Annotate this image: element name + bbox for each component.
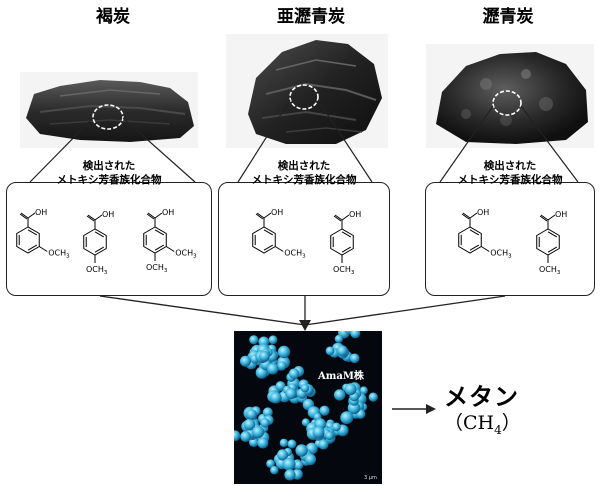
- microbe-cell: [279, 438, 289, 448]
- microbe-cell: [252, 425, 265, 439]
- microbe-cell: [318, 439, 329, 450]
- microbe-cell: [287, 439, 297, 449]
- microbe-cell: [277, 345, 291, 359]
- microbe-cell: [262, 407, 273, 418]
- microbe-cell: [344, 383, 357, 396]
- microbe-cell: [368, 392, 378, 402]
- microbe-cell: [319, 405, 330, 416]
- microbe-cell: [266, 459, 275, 468]
- arrow-bituminous: [304, 295, 506, 326]
- microbe-cell: [246, 409, 257, 420]
- microbe-cell: [282, 457, 296, 471]
- hydroxyl-label: OH: [477, 208, 489, 217]
- compound-label-line2: メトキシ芳香族化合物: [56, 174, 162, 186]
- microbe-cell: [334, 334, 343, 343]
- microbe-cells: [234, 331, 378, 481]
- microbe-cell: [257, 437, 269, 449]
- microbe-cell: [275, 381, 286, 392]
- hydroxyl-label: OH: [349, 210, 361, 219]
- arrow-head-down: [299, 320, 311, 331]
- methoxy-label: OCH3: [48, 249, 70, 260]
- microbe-cell: [312, 426, 325, 439]
- compound-label-line1: 検出された: [82, 160, 136, 172]
- microbe-cell: [259, 350, 270, 362]
- microbe-cell: [260, 418, 270, 428]
- microbe-cell: [340, 411, 354, 425]
- microbe-cell: [268, 335, 278, 345]
- microbe-strain-label: AmaM株: [318, 371, 364, 382]
- microbe-cell: [249, 335, 259, 345]
- coal-title-bituminous: 瀝青炭: [482, 7, 534, 27]
- coal-photo-bituminous: [426, 44, 594, 148]
- coal-title-subbituminous: 亜瀝青炭: [277, 7, 345, 27]
- compound-label-line1: 検出された: [483, 160, 537, 172]
- sample-ellipse-subbituminous: [289, 84, 319, 110]
- microbe-cell: [288, 368, 300, 380]
- benzene-ring: [252, 226, 276, 254]
- microbe-cell: [270, 391, 282, 404]
- benzene-ring: [330, 228, 354, 256]
- scale-bar-label: 3 μm: [364, 475, 377, 481]
- hydroxyl-label: OH: [35, 208, 47, 217]
- hydroxyl-label: OH: [555, 210, 567, 219]
- microbe-cell: [300, 384, 310, 393]
- microbe-cell: [267, 363, 279, 375]
- compound-box-subbituminous: 検出された メトキシ芳香族化合物: [218, 160, 390, 296]
- microbe-cell: [243, 418, 256, 431]
- microbe-cell: [336, 345, 348, 357]
- microbe-cell: [349, 353, 360, 364]
- microbe-cell: [350, 331, 361, 339]
- hydroxyl-label: OH: [271, 208, 283, 217]
- microbe-cell: [284, 469, 296, 481]
- microbe-cell: [325, 431, 334, 440]
- methoxy-label: OCH3: [86, 265, 108, 276]
- sample-ellipse-lignite: [92, 104, 124, 130]
- microbe-cell: [347, 401, 361, 415]
- compound-label-line1: 検出された: [277, 160, 331, 172]
- microbe-cell: [334, 389, 346, 401]
- methoxy-label: OCH3: [333, 265, 355, 276]
- benzene-ring: [83, 228, 107, 256]
- microbe-cell: [304, 453, 317, 466]
- microbe-cell: [294, 460, 304, 470]
- sample-ellipse-bituminous: [492, 90, 522, 116]
- compound-label-line2: メトキシ芳香族化合物: [251, 174, 357, 186]
- coal-title-lignite: 褐炭: [96, 7, 130, 27]
- microbe-cell: [285, 388, 297, 400]
- compound-label-line2: メトキシ芳香族化合物: [457, 174, 563, 186]
- methoxy-label: OCH3: [539, 265, 561, 276]
- product-name: メタン: [444, 382, 519, 411]
- hydroxyl-label: OH: [162, 208, 174, 217]
- arrow-lignite: [99, 295, 306, 326]
- microbe-cell: [270, 466, 279, 475]
- microbe-cell: [332, 422, 341, 432]
- compound-box-lignite: 検出された メトキシ芳香族化合物: [6, 160, 212, 296]
- microbe-cell: [234, 430, 241, 442]
- benzene-ring: [16, 226, 40, 254]
- benzene-ring: [458, 226, 482, 254]
- methoxy-label: OCH3: [175, 249, 197, 260]
- microbe-cell: [277, 449, 289, 461]
- methoxy-label: OCH3: [284, 249, 306, 260]
- product-formula: （CH4）: [444, 412, 521, 437]
- microbe-cell: [325, 346, 335, 356]
- microbe-micrograph: AmaM株 3 μm: [234, 331, 382, 484]
- coal-photo-lignite: [20, 72, 198, 148]
- microbe-cell: [295, 444, 308, 457]
- microbe-cell: [277, 361, 287, 371]
- hydroxyl-label: OH: [102, 210, 114, 219]
- methoxy-label: OCH3: [490, 249, 512, 260]
- methoxy-label: OCH3: [146, 263, 168, 274]
- coal-photo-subbituminous: [226, 34, 388, 148]
- benzene-ring: [143, 226, 167, 254]
- benzene-ring: [536, 228, 560, 256]
- microbe-cell: [240, 355, 251, 367]
- compound-box-bituminous: 検出された メトキシ芳香族化合物: [425, 160, 595, 296]
- microbe-cell: [240, 431, 252, 442]
- microbe-cell: [359, 386, 368, 395]
